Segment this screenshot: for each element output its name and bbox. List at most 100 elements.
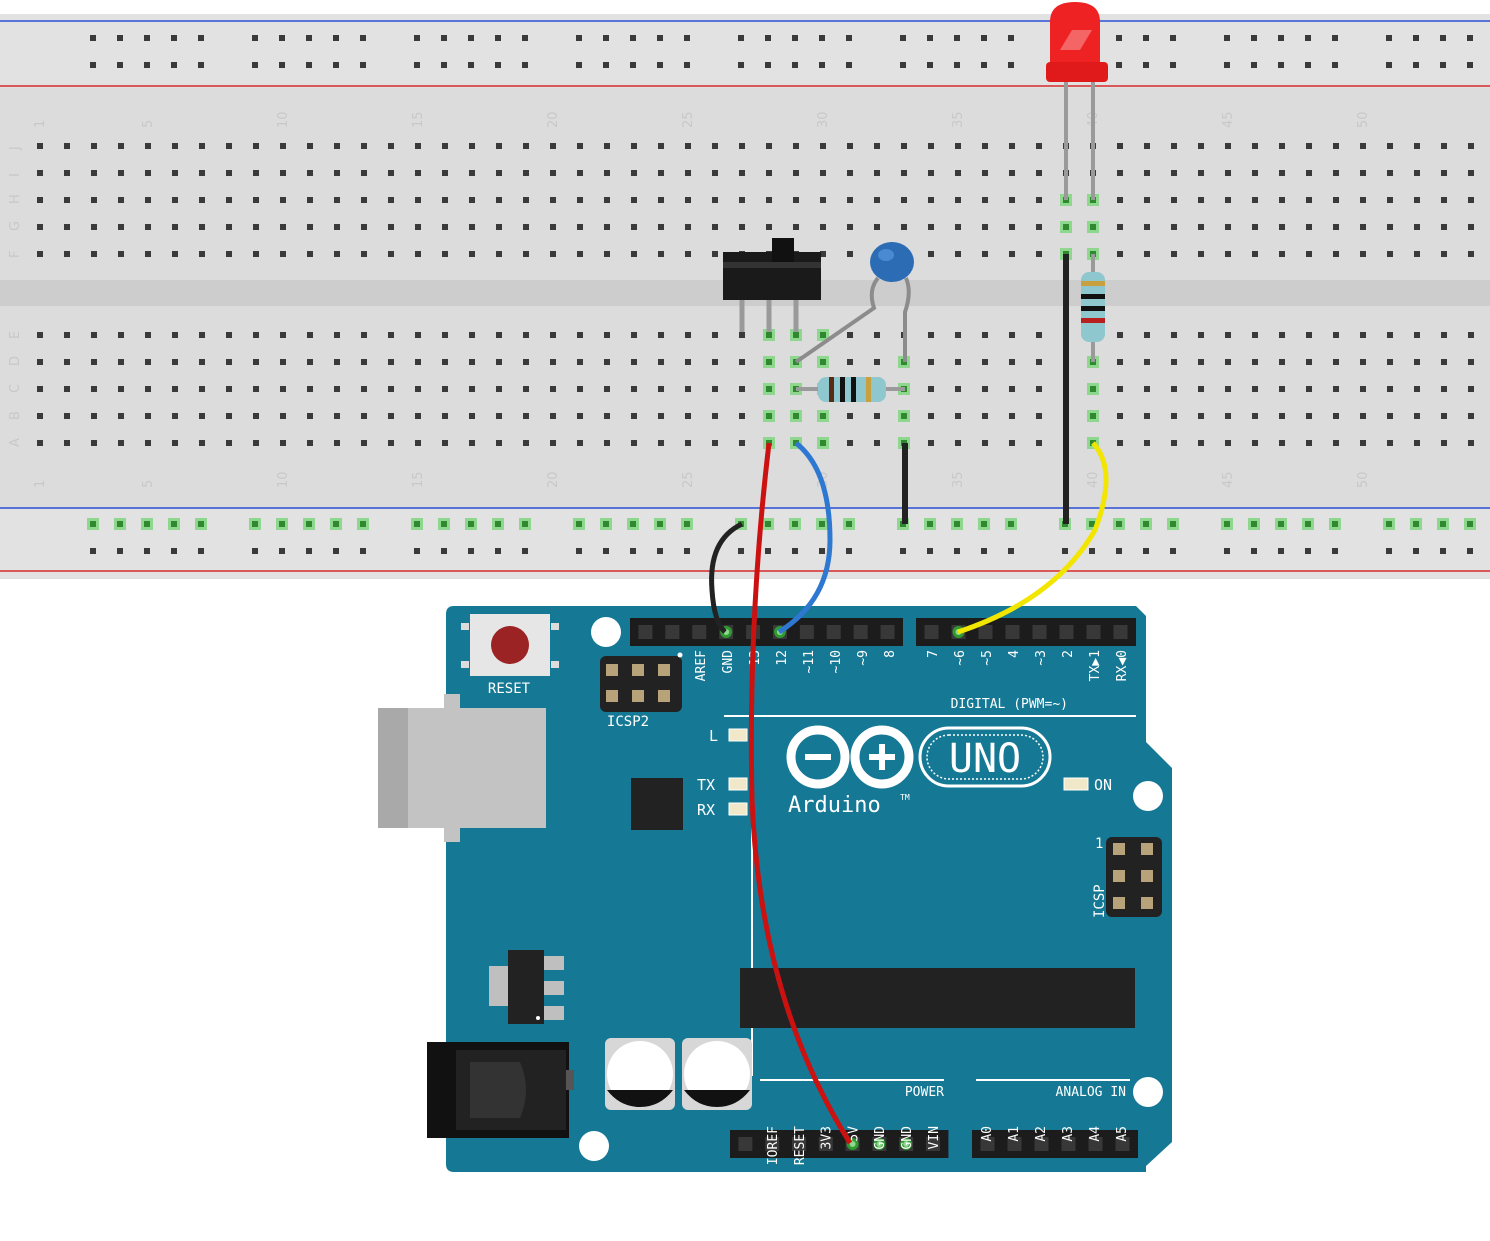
breadboard-hole [1360, 170, 1366, 176]
header-socket[interactable] [1115, 1137, 1130, 1151]
header-socket[interactable] [799, 625, 814, 639]
slide-switch[interactable] [723, 238, 821, 332]
breadboard-hole [1414, 143, 1420, 149]
capacitor-right [682, 1038, 752, 1110]
rail-hole [1062, 548, 1068, 554]
breadboard-hole [91, 359, 97, 365]
breadboard-hole [415, 224, 421, 230]
breadboard-hole [982, 224, 988, 230]
breadboard-hole [1414, 170, 1420, 176]
breadboard-hole [874, 224, 880, 230]
breadboard-hole [469, 440, 475, 446]
header-socket[interactable] [692, 625, 707, 639]
breadboard-hole [739, 197, 745, 203]
header-socket[interactable] [1032, 625, 1047, 639]
header-socket[interactable] [1059, 625, 1074, 639]
breadboard-hole [928, 440, 934, 446]
breadboard-hole [64, 332, 70, 338]
breadboard-hole [307, 413, 313, 419]
rail-hole [360, 35, 366, 41]
breadboard-hole [1468, 386, 1474, 392]
breadboard-hole [928, 332, 934, 338]
led-rx-label: RX [697, 801, 715, 819]
breadboard-hole [658, 224, 664, 230]
breadboard-hole [469, 197, 475, 203]
header-socket[interactable] [665, 625, 680, 639]
breadboard-hole [1279, 440, 1285, 446]
breadboard-hole [604, 143, 610, 149]
breadboard-hole [280, 332, 286, 338]
rail-hole [927, 62, 933, 68]
breadboard-hole [307, 170, 313, 176]
breadboard-hole [739, 170, 745, 176]
icsp2-header [600, 656, 682, 712]
led-tx [728, 777, 748, 791]
rail-hole [954, 521, 960, 527]
digital-pin-label: TX▶1 [1088, 650, 1103, 681]
resistor-vertical [1081, 254, 1105, 362]
header-socket[interactable] [978, 625, 993, 639]
header-socket[interactable] [738, 1137, 753, 1151]
header-socket[interactable] [1088, 1137, 1103, 1151]
rail-hole [954, 35, 960, 41]
breadboard-hole [847, 224, 853, 230]
breadboard-hole [307, 332, 313, 338]
breadboard-hole [1360, 332, 1366, 338]
breadboard-hole [712, 332, 718, 338]
column-number-top: 25 [681, 111, 696, 128]
breadboard-hole [280, 197, 286, 203]
header-socket[interactable] [826, 625, 841, 639]
header-socket[interactable] [924, 625, 939, 639]
header-socket[interactable] [818, 1137, 833, 1151]
power-pin-label: 5V [846, 1126, 861, 1142]
breadboard-hole [658, 143, 664, 149]
breadboard-hole [172, 440, 178, 446]
breadboard-labels: 1155101015152020252530303535404045455050… [8, 111, 1371, 488]
breadboard-hole [469, 386, 475, 392]
header-socket[interactable] [1061, 1137, 1076, 1151]
column-number-bottom: 20 [546, 471, 561, 488]
breadboard-hole [226, 413, 232, 419]
rail-hole [630, 521, 636, 527]
breadboard-hole [91, 386, 97, 392]
header-socket[interactable] [853, 625, 868, 639]
breadboard-hole [1036, 440, 1042, 446]
rail-hole [1386, 35, 1392, 41]
breadboard-hole [91, 251, 97, 257]
breadboard-hole [712, 440, 718, 446]
header-socket[interactable] [792, 1137, 806, 1151]
breadboard-hole [793, 224, 799, 230]
header-socket[interactable] [765, 1137, 780, 1151]
header-socket[interactable] [1007, 1137, 1022, 1151]
reset-button[interactable] [461, 614, 559, 676]
header-socket[interactable] [1086, 625, 1101, 639]
breadboard-hole [253, 359, 259, 365]
breadboard-hole [874, 170, 880, 176]
rail-hole [1143, 521, 1149, 527]
breadboard-hole [37, 332, 43, 338]
breadboard-hole [820, 170, 826, 176]
header-socket[interactable] [880, 625, 895, 639]
header-socket[interactable] [1034, 1137, 1049, 1151]
breadboard-hole [1252, 413, 1258, 419]
mount-hole-top-left [591, 617, 621, 647]
breadboard-hole [523, 332, 529, 338]
breadboard-hole [1171, 359, 1177, 365]
wire-black-gnd [709, 521, 744, 634]
breadboard-hole [658, 197, 664, 203]
breadboard-hole [523, 251, 529, 257]
breadboard-hole [1306, 440, 1312, 446]
usb-connector[interactable] [378, 694, 546, 842]
header-socket[interactable] [980, 1137, 995, 1151]
breadboard-hole [199, 143, 205, 149]
digital-pin-label: GND [721, 650, 736, 674]
breadboard-hole [1333, 224, 1339, 230]
power-jack[interactable] [427, 1042, 574, 1138]
breadboard-hole [1387, 224, 1393, 230]
header-socket[interactable] [926, 1137, 940, 1151]
header-socket[interactable] [638, 625, 653, 639]
header-socket[interactable] [1005, 625, 1020, 639]
board-outline [446, 606, 1172, 1172]
breadboard-hole [631, 251, 637, 257]
header-socket[interactable] [1113, 625, 1128, 639]
